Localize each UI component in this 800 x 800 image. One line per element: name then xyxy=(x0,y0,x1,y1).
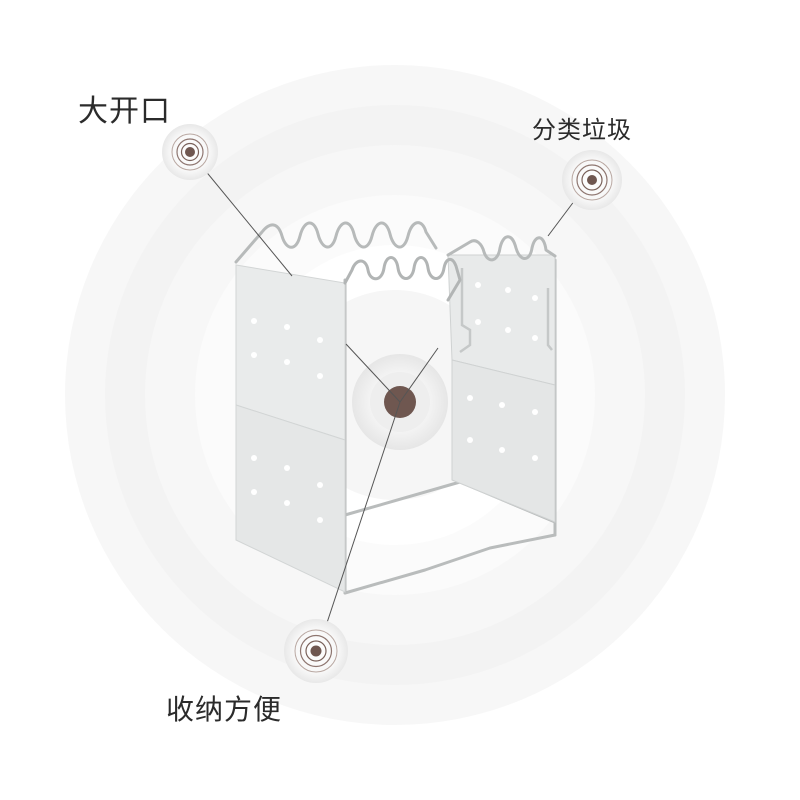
callout-label-large-opening: 大开口 xyxy=(78,94,171,129)
wavy-wire-front xyxy=(343,256,462,302)
target-dot-icon xyxy=(562,150,622,210)
right-panel xyxy=(447,254,556,523)
target-dot-icon xyxy=(162,124,218,180)
left-panel xyxy=(235,264,346,593)
target-dot-icon xyxy=(284,619,348,683)
callout-label-storage: 收纳方便 xyxy=(166,693,283,726)
callout-label-sorting: 分类垃圾 xyxy=(532,116,632,144)
wavy-wire-top xyxy=(234,221,557,264)
